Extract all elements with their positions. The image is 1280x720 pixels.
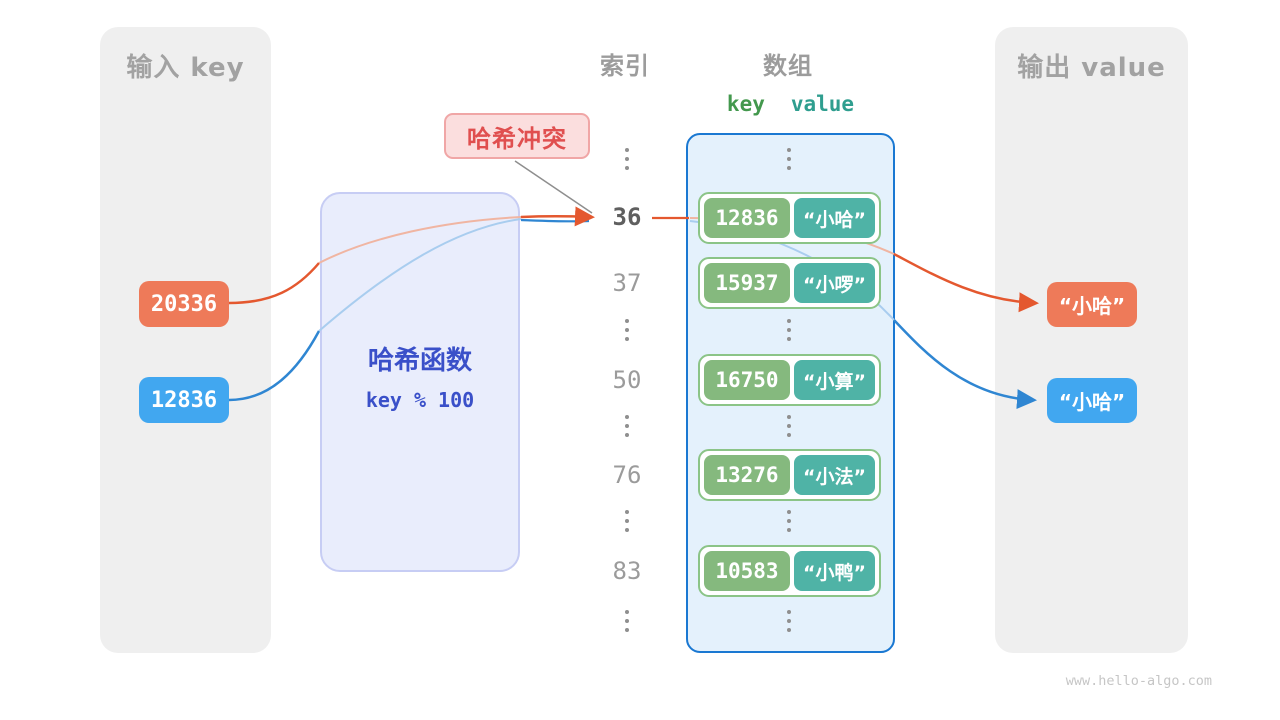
key-cell: 15937 [704, 263, 790, 303]
key-header: key [726, 92, 765, 116]
key-cell: 16750 [704, 360, 790, 400]
array-column-header: 数组 [763, 52, 813, 80]
index-column-header: 索引 [600, 52, 650, 80]
index-label-36: 36 [612, 203, 642, 231]
array-row: 10583 “小鸭” [698, 545, 881, 597]
key-cell: 12836 [704, 198, 790, 238]
input-panel-title: 输入 key [126, 53, 245, 83]
value-cell: “小法” [793, 455, 875, 495]
value-header: value [790, 92, 855, 116]
array-row: 12836 “小哈” [698, 192, 881, 244]
collision-connector-line [514, 160, 593, 214]
hash-function-title: 哈希函数 [367, 346, 472, 376]
output-panel: 输出 value [995, 27, 1188, 653]
key-value-header: key value [686, 92, 895, 116]
key-cell: 13276 [704, 455, 790, 495]
ellipsis-dots [623, 319, 631, 341]
index-label-37: 37 [612, 269, 642, 297]
ellipsis-dots [785, 148, 793, 170]
blue-hash-to-index-line [520, 218, 590, 223]
input-panel: 输入 key [100, 27, 271, 653]
value-cell: “小算” [793, 360, 875, 400]
array-row: 15937 “小啰” [698, 257, 881, 309]
value-cell: “小啰” [793, 263, 875, 303]
watermark: www.hello-algo.com [1065, 673, 1212, 689]
output-panel-title: 输出 value [1017, 53, 1166, 83]
array-row: 13276 “小法” [698, 449, 881, 501]
input-key-box-blue: 12836 [139, 377, 229, 423]
index-label-83: 83 [612, 557, 642, 585]
ellipsis-dots [785, 415, 793, 437]
ellipsis-dots [623, 415, 631, 437]
ellipsis-dots [785, 510, 793, 532]
ellipsis-dots [785, 319, 793, 341]
ellipsis-dots [623, 148, 631, 170]
ellipsis-dots [785, 610, 793, 632]
orange-hash-to-index-arrow [520, 206, 595, 227]
output-value-box-orange: “小哈” [1047, 282, 1137, 327]
output-value-box-blue: “小哈” [1047, 378, 1137, 423]
ellipsis-dots [623, 610, 631, 632]
ellipsis-dots [623, 510, 631, 532]
array-row: 16750 “小算” [698, 354, 881, 406]
input-key-box-orange: 20336 [139, 281, 229, 327]
index-label-76: 76 [612, 461, 642, 489]
key-cell: 10583 [704, 551, 790, 591]
index-label-50: 50 [612, 366, 642, 394]
hash-collision-label: 哈希冲突 [444, 113, 590, 159]
hash-function-formula: key % 100 [365, 388, 475, 412]
hash-function-box: 哈希函数 key % 100 [320, 192, 520, 572]
value-cell: “小鸭” [793, 551, 875, 591]
value-cell: “小哈” [793, 198, 875, 238]
